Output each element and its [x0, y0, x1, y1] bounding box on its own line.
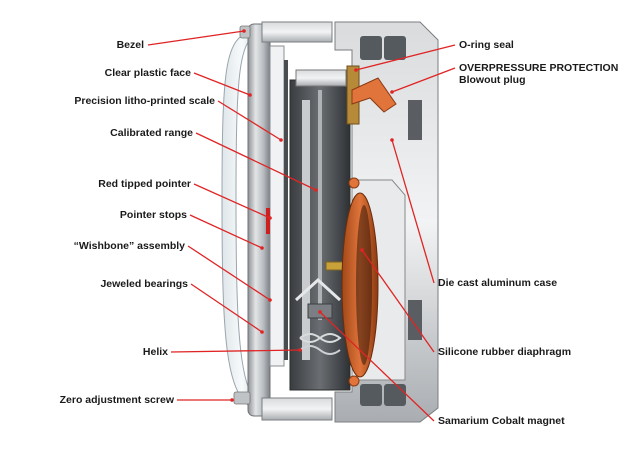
leader-helix-dot [298, 348, 302, 352]
leader-die-cast [391, 139, 435, 284]
leader-pointer-stops [189, 214, 263, 249]
label-red-tipped-pointer-text: Red tipped pointer [98, 178, 191, 190]
diaphragm-shape [341, 192, 379, 378]
leader-clear-face [193, 72, 251, 96]
leader-magnet-dot [318, 310, 322, 314]
label-jeweled-bearings: Jeweled bearings [16, 278, 188, 290]
scale-plate-shape [269, 45, 288, 367]
label-precision-scale-text: Precision litho-printed scale [74, 95, 215, 107]
leader-bezel-dot [242, 29, 246, 33]
leader-o-ring [355, 44, 456, 71]
leader-o-ring-dot [354, 68, 358, 72]
leader-scale-dot [279, 138, 283, 142]
leader-pointer-stops-dot [260, 246, 264, 250]
label-precision-scale: Precision litho-printed scale [16, 95, 215, 107]
label-bezel: Bezel [16, 39, 144, 51]
label-overpressure-protection: OVERPRESSURE PROTECTION Blowout plug [459, 62, 618, 86]
leader-clear-face-dot [248, 93, 252, 97]
label-helix-text: Helix [142, 346, 168, 358]
label-pointer-stops: Pointer stops [16, 209, 187, 221]
label-bezel-text: Bezel [116, 39, 144, 51]
o-ring-and-plug-shape [346, 65, 397, 387]
leader-diaphragm [361, 249, 435, 353]
label-jeweled-bearings-text: Jeweled bearings [100, 278, 188, 290]
label-silicone-diaphragm: Silicone rubber diaphragm [438, 346, 571, 358]
movement-shape [266, 69, 351, 391]
label-calibrated-range-text: Calibrated range [110, 127, 193, 139]
leader-bezel [147, 30, 245, 46]
label-o-ring-seal-text: O-ring seal [459, 39, 514, 51]
label-zero-adjustment-screw-text: Zero adjustment screw [59, 394, 174, 406]
leader-overpressure-dot [390, 90, 394, 94]
label-red-tipped-pointer: Red tipped pointer [16, 178, 191, 190]
leader-pointer [193, 183, 271, 219]
label-die-cast-case: Die cast aluminum case [438, 277, 557, 289]
leader-jeweled-dot [260, 330, 264, 334]
leader-diaphragm-dot [360, 248, 364, 252]
leader-die-cast-dot [390, 138, 394, 142]
label-wishbone-assembly: “Wishbone” assembly [16, 240, 185, 252]
label-o-ring-seal: O-ring seal [459, 39, 514, 51]
label-die-cast-case-text: Die cast aluminum case [438, 277, 558, 289]
leader-wishbone-dot [268, 298, 272, 302]
leader-calibrated-dot [314, 188, 318, 192]
label-wishbone-assembly-text: “Wishbone” assembly [73, 240, 185, 252]
leader-lines [147, 29, 456, 422]
label-clear-plastic-face-text: Clear plastic face [104, 67, 191, 79]
label-zero-adjustment-screw: Zero adjustment screw [16, 394, 174, 406]
label-calibrated-range: Calibrated range [16, 127, 193, 139]
label-samarium-magnet-text: Samarium Cobalt magnet [438, 415, 565, 427]
label-overpressure-protection-text: OVERPRESSURE PROTECTION [459, 62, 619, 74]
leader-pointer-dot [268, 216, 272, 220]
leader-wishbone [187, 245, 271, 301]
label-clear-plastic-face: Clear plastic face [16, 67, 191, 79]
leader-overpressure [391, 67, 456, 93]
label-silicone-diaphragm-text: Silicone rubber diaphragm [438, 346, 572, 358]
knurled-rim [261, 21, 333, 421]
leader-magnet [319, 311, 435, 422]
label-pointer-stops-text: Pointer stops [119, 209, 187, 221]
leader-zero-screw-dot [230, 398, 234, 402]
bezel-shape [233, 23, 271, 417]
label-blowout-plug-text: Blowout plug [459, 74, 526, 86]
label-samarium-magnet: Samarium Cobalt magnet [438, 415, 565, 427]
leader-jeweled [190, 283, 263, 333]
leader-scale [217, 100, 282, 141]
label-helix: Helix [16, 346, 168, 358]
leader-helix [170, 349, 301, 353]
leader-calibrated [195, 132, 317, 191]
